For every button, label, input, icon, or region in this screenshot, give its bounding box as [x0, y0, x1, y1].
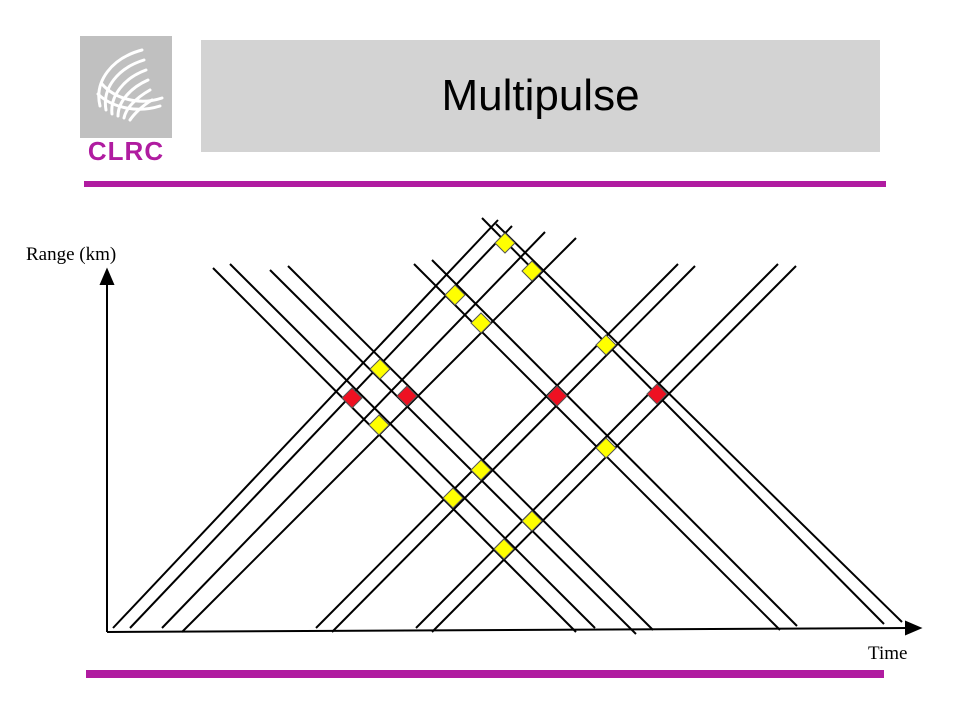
logo-text: CLRC	[87, 136, 165, 166]
yellow-overlap-marker-2	[521, 260, 543, 282]
red-overlap-marker-9	[546, 385, 568, 407]
yellow-overlap-marker-6	[369, 358, 391, 380]
yellow-overlap-marker-5	[595, 334, 617, 356]
red-overlap-marker-8	[396, 385, 418, 407]
yellow-overlap-marker-1	[494, 232, 516, 254]
x-axis-label: Time	[868, 643, 908, 664]
y-axis-arrow	[99, 267, 115, 285]
transmit-pulse-line-3	[161, 231, 546, 629]
yellow-overlap-marker-4	[470, 312, 492, 334]
top-divider	[84, 181, 886, 187]
yellow-overlap-marker-3	[444, 284, 466, 306]
echo-pulse-line-7	[481, 217, 885, 625]
transmit-pulse-line-6	[331, 265, 696, 633]
transmit-pulse-line-1	[112, 219, 499, 629]
echo-pulse-line-6	[431, 259, 798, 627]
echo-pulse-line-8	[495, 223, 903, 623]
yellow-overlap-marker-16	[493, 538, 515, 560]
echo-pulse-line-2	[229, 263, 596, 629]
yellow-overlap-marker-12	[595, 437, 617, 459]
yellow-overlap-marker-11	[368, 414, 390, 436]
x-axis-line	[106, 627, 909, 633]
logo-emblem	[80, 36, 172, 138]
echo-pulse-line-1	[212, 267, 577, 633]
yellow-overlap-marker-15	[521, 510, 543, 532]
bottom-divider	[86, 670, 884, 678]
clrc-logo: CLRC	[72, 36, 180, 164]
echo-pulse-line-3	[269, 269, 637, 635]
yellow-overlap-marker-13	[470, 459, 492, 481]
transmit-pulse-line-5	[315, 263, 679, 629]
y-axis-label: Range (km)	[26, 244, 117, 265]
logo-swirl-icon	[96, 48, 164, 122]
page-title: Multipulse	[441, 71, 640, 120]
echo-pulse-line-4	[287, 265, 654, 631]
red-overlap-marker-7	[341, 387, 363, 409]
x-axis-arrow	[905, 620, 923, 636]
title-banner: Multipulse	[201, 40, 880, 152]
red-overlap-marker-10	[646, 383, 668, 405]
yellow-overlap-marker-14	[442, 487, 464, 509]
